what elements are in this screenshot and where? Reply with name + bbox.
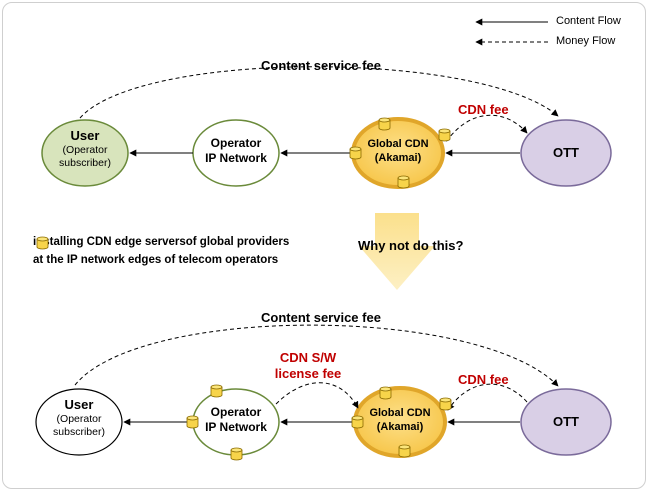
proposal-part1: installing CDN edge servers [33,236,186,248]
bottom-ott-node [520,388,612,456]
down-arrow [359,213,435,290]
legend-content-flow-label: Content Flow [556,15,621,27]
bottom-user-label: User (Operator subscriber) [36,397,122,440]
operator-line2: IP Network [205,420,267,434]
server-icon [398,444,411,458]
operator-line2: IP Network [205,151,267,165]
server-icon [438,128,451,142]
user-title: User [64,397,94,412]
user-sub2: subscriber) [53,426,105,439]
server-icon [378,117,391,131]
server-icon [36,236,49,250]
server-icon [186,415,199,429]
license-fee-line2: license fee [274,366,342,382]
question-text: Why not do this? [358,238,464,253]
top-cdn-label: Global CDN (Akamai) [353,138,443,166]
bottom-ott-label: OTT [553,414,579,429]
server-icon [210,384,223,398]
top-content-fee-arc [79,66,559,119]
cdn-line2: (Akamai) [374,151,422,164]
bottom-operator-label: Operator IP Network [193,405,279,435]
bottom-license-fee-arc [275,382,359,409]
cdn-line2: (Akamai) [376,420,424,433]
license-fee-line1: CDN S/W [279,350,337,365]
bottom-license-fee-label: CDN S/W license fee [268,350,348,383]
bottom-content-fee-label: Content service fee [261,310,381,325]
server-icon [230,447,243,461]
operator-line1: Operator [210,405,262,419]
server-icon [439,397,452,411]
bottom-user-node [35,388,123,456]
user-sub2: subscriber) [59,157,111,170]
server-icon [379,386,392,400]
proposal-line2: at the IP network edges of telecom opera… [33,254,279,266]
server-icon [351,415,364,429]
bottom-cdn-fee-arc [447,383,528,411]
proposal-part2: of global providers [185,236,290,248]
server-icon [349,146,362,160]
bottom-cdn-fee-label: CDN fee [458,372,509,387]
user-sub1: (Operator [56,413,102,426]
top-content-fee-label: Content service fee [261,58,381,73]
top-cdn-fee-arc [445,114,528,143]
bottom-cdn-label: Global CDN (Akamai) [355,407,445,435]
top-cdn-fee-label: CDN fee [458,102,509,117]
operator-line1: Operator [210,136,262,150]
legend-money-flow-label: Money Flow [556,35,616,47]
cdn-line1: Global CDN [367,138,429,150]
server-icon [397,175,410,189]
top-user-label: User (Operator subscriber) [42,128,128,171]
top-ott-node [520,119,612,187]
top-ott-label: OTT [553,145,579,160]
top-operator-label: Operator IP Network [193,136,279,166]
cdn-line1: Global CDN [369,407,431,419]
user-title: User [70,128,100,143]
top-user-node [41,119,129,187]
bottom-content-fee-arc [74,324,559,387]
user-sub1: (Operator [62,144,108,157]
